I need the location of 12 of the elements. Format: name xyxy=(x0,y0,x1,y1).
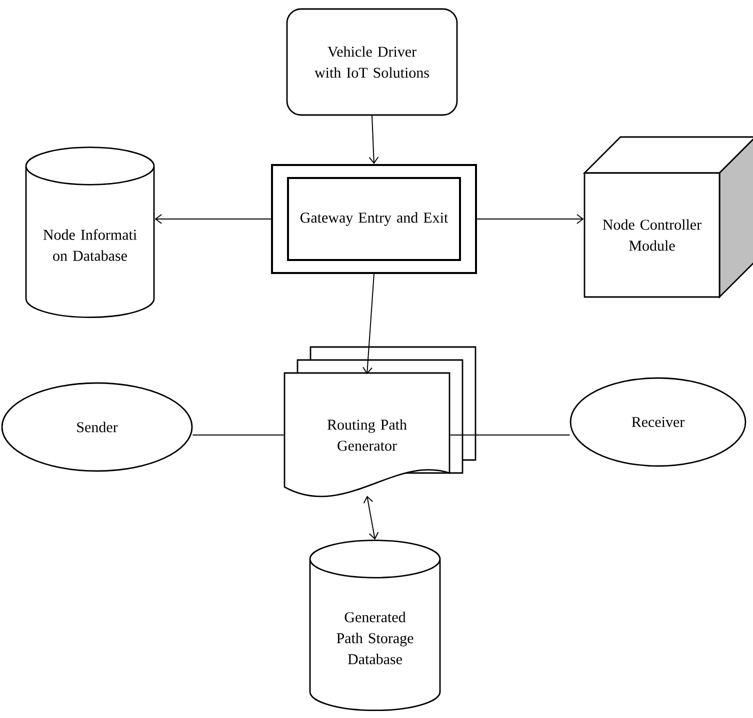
rounded-box: Vehicle Driver with IoT Solutions xyxy=(286,8,458,116)
arrow xyxy=(368,115,379,164)
document-stack: Routing Path Generator xyxy=(284,346,476,497)
arrow xyxy=(154,214,272,224)
arrow xyxy=(476,214,584,224)
double-border-box: Gateway Entry and Exit xyxy=(271,164,477,274)
database-cylinder: Node Informati on Database xyxy=(25,146,155,318)
database-cylinder: Generated Path Storage Database xyxy=(309,540,441,712)
ellipse-node: Receiver xyxy=(570,377,746,467)
arrow xyxy=(363,496,379,540)
arrow xyxy=(362,274,374,374)
ellipse-node: Sender xyxy=(1,382,193,472)
